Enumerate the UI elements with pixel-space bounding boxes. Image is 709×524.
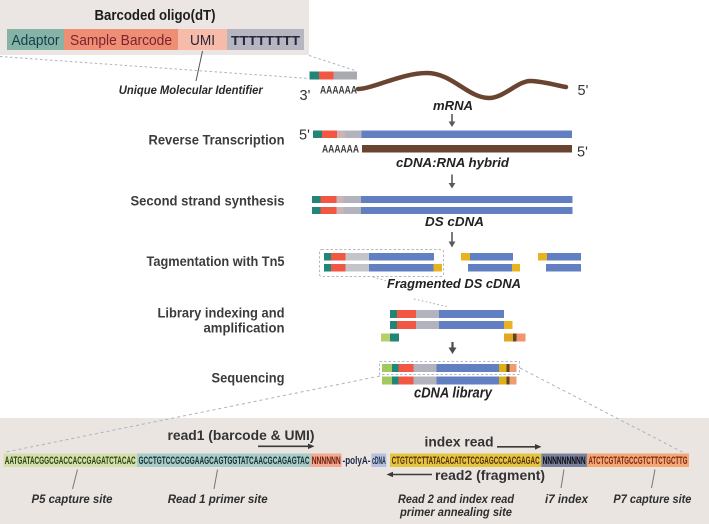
svg-text:GCCTGTCCGCGGAAGCAGTGGTATCAACGC: GCCTGTCCGCGGAAGCAGTGGTATCAACGCAGAGTAC: [139, 455, 310, 467]
svg-text:AAAAAA: AAAAAA: [320, 85, 357, 97]
svg-text:mRNA: mRNA: [433, 98, 473, 113]
svg-text:read2 (fragment): read2 (fragment): [435, 468, 545, 483]
svg-text:Sequencing: Sequencing: [212, 370, 285, 386]
svg-text:Tagmentation with Tn5: Tagmentation with Tn5: [147, 253, 285, 269]
svg-text:Adaptor: Adaptor: [12, 33, 60, 49]
svg-text:DS cDNA: DS cDNA: [425, 214, 484, 229]
svg-text:ATCTCGTATGCCGTCTTCTGCTTG: ATCTCGTATGCCGTCTTCTGCTTG: [589, 455, 688, 467]
svg-text:Fragmented DS cDNA: Fragmented DS cDNA: [387, 276, 521, 291]
svg-text:Barcoded oligo(dT): Barcoded oligo(dT): [95, 7, 216, 24]
svg-text:amplification: amplification: [204, 320, 285, 336]
svg-text:5': 5': [577, 145, 588, 161]
svg-text:TTTTTTTT: TTTTTTTT: [231, 33, 300, 48]
svg-text:Reverse Transcription: Reverse Transcription: [149, 132, 285, 148]
svg-text:i7 index: i7 index: [545, 492, 589, 506]
svg-text:cDNA: cDNA: [372, 455, 386, 467]
svg-text:Read 2 and index read: Read 2 and index read: [398, 492, 515, 506]
svg-text:primer annealing site: primer annealing site: [399, 505, 512, 519]
svg-text:5': 5': [299, 128, 310, 144]
svg-text:3': 3': [300, 88, 311, 104]
svg-text:NNNNNN: NNNNNN: [312, 455, 341, 467]
svg-text:CTGTCTCTTATACACATCTCCGAGCCCACG: CTGTCTCTTATACACATCTCCGAGCCCACGAGAC: [392, 455, 540, 467]
svg-text:AAAAAA: AAAAAA: [322, 144, 359, 156]
svg-text:cDNA:RNA hybrid: cDNA:RNA hybrid: [396, 155, 510, 170]
svg-text:P5 capture site: P5 capture site: [32, 492, 113, 506]
svg-text:Unique Molecular Identifier: Unique Molecular Identifier: [119, 83, 264, 97]
svg-text:UMI: UMI: [190, 33, 215, 49]
svg-text:Second strand synthesis: Second strand synthesis: [131, 193, 285, 209]
svg-text:index read: index read: [425, 435, 494, 450]
svg-text:NNNNNNNNN: NNNNNNNNN: [543, 455, 586, 467]
svg-text:P7 capture site: P7 capture site: [613, 492, 691, 506]
svg-text:5': 5': [578, 83, 589, 99]
svg-text:cDNA library: cDNA library: [414, 385, 493, 402]
svg-text:Read 1 primer site: Read 1 primer site: [168, 492, 268, 506]
svg-text:-polyA-: -polyA-: [343, 455, 371, 467]
svg-text:Sample Barcode: Sample Barcode: [70, 33, 172, 49]
svg-text:AATGATACGGCGACCACCGAGATCTACAC: AATGATACGGCGACCACCGAGATCTACAC: [5, 455, 136, 467]
svg-text:read1 (barcode & UMI): read1 (barcode & UMI): [168, 428, 315, 443]
svg-text:Library indexing and: Library indexing and: [158, 305, 285, 321]
